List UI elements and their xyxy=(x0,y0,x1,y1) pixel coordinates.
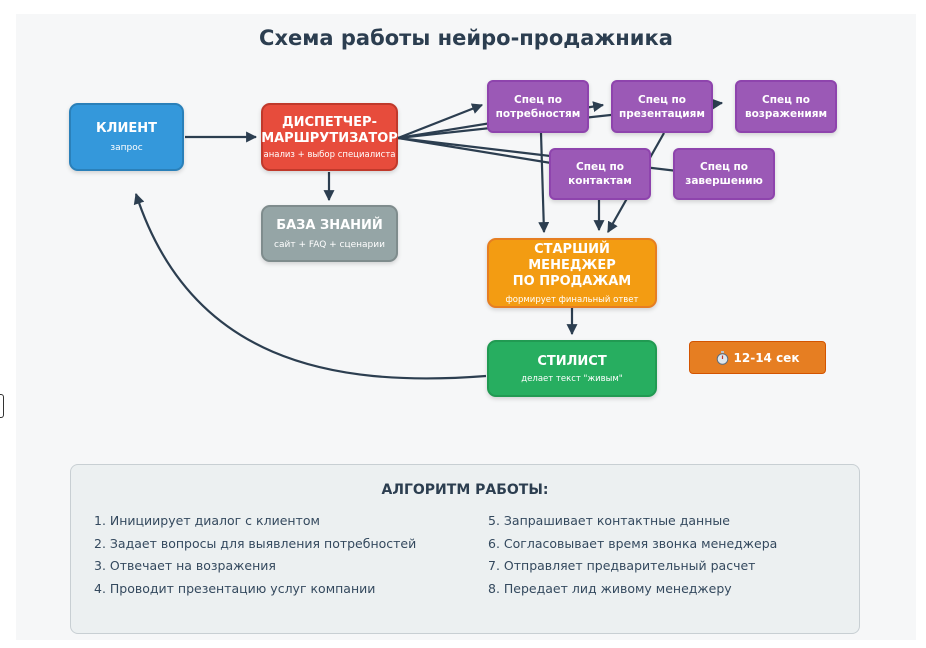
algorithm-step: 2. Задает вопросы для выявления потребно… xyxy=(94,535,417,551)
algorithm-left-list: 1. Инициирует диалог с клиентом 2. Задае… xyxy=(94,510,416,601)
arrow-dispatcher-needs xyxy=(397,103,484,140)
algorithm-right-list: 5. Запрашивает контактные данные 6. Согл… xyxy=(488,510,777,601)
senior-manager-subtitle: формирует финальный ответ xyxy=(505,294,639,305)
client-title: КЛИЕНТ xyxy=(96,121,157,136)
spec-contacts-title: Спец по контактам xyxy=(568,161,632,187)
knowledge-base-subtitle: сайт + FAQ + сценарии xyxy=(274,239,385,250)
spec-closing-title: Спец по завершению xyxy=(685,161,763,187)
spec-objections-title: Спец по возражениям xyxy=(744,93,828,120)
timer-label: 12-14 сек xyxy=(733,350,800,365)
dispatcher-title: ДИСПЕТЧЕР- МАРШРУТИЗАТОР xyxy=(261,114,398,146)
stylist-node: СТИЛИСТ делает текст "живым" xyxy=(487,340,657,397)
algorithm-step: 1. Инициирует диалог с клиентом xyxy=(94,513,320,528)
algorithm-step: 5. Запрашивает контактные данные xyxy=(488,513,730,528)
algorithm-step: 6. Согласовывает время звонка менеджера xyxy=(488,535,778,551)
spec-needs-title: Спец по потребностям xyxy=(495,93,581,120)
knowledge-base-node: БАЗА ЗНАНИЙ сайт + FAQ + сценарии xyxy=(261,205,398,262)
diagram-title: Схема работы нейро-продажника xyxy=(259,26,673,50)
algorithm-panel: АЛГОРИТМ РАБОТЫ: 1. Инициирует диалог с … xyxy=(70,464,860,634)
spec-needs-node: Спец по потребностям xyxy=(487,80,589,133)
arrow-stylist-client xyxy=(133,192,487,380)
algorithm-step: 8. Передает лид живому менеджеру xyxy=(488,581,732,597)
spec-closing-node: Спец по завершению xyxy=(673,148,775,200)
knowledge-base-title: БАЗА ЗНАНИЙ xyxy=(276,217,383,233)
client-subtitle: запрос xyxy=(110,143,143,153)
senior-manager-title: СТАРШИЙ МЕНЕДЖЕР ПО ПРОДАЖАМ xyxy=(512,241,632,289)
spec-objections-node: Спец по возражениям xyxy=(735,80,837,133)
algorithm-title: АЛГОРИТМ РАБОТЫ: xyxy=(381,482,549,498)
edge-handle xyxy=(0,394,4,418)
client-node: КЛИЕНТ запрос xyxy=(69,103,184,171)
arrow-needs-senior xyxy=(538,132,550,234)
spec-contacts-node: Спец по контактам xyxy=(549,148,651,200)
senior-manager-node: СТАРШИЙ МЕНЕДЖЕР ПО ПРОДАЖАМ формирует ф… xyxy=(487,238,657,308)
spec-presentation-node: Спец по презентациям xyxy=(611,80,713,133)
spec-presentation-title: Спец по презентациям xyxy=(618,93,705,120)
algorithm-step: 4. Проводит презентацию услуг компании xyxy=(94,581,376,597)
dispatcher-subtitle: анализ + выбор специалиста xyxy=(263,149,396,160)
algorithm-step: 7. Отправляет предварительный расчет xyxy=(488,558,756,574)
dispatcher-node: ДИСПЕТЧЕР- МАРШРУТИЗАТОР анализ + выбор … xyxy=(261,103,398,171)
algorithm-step: 3. Отвечает на возражения xyxy=(94,558,276,574)
timer-badge: 12-14 сек xyxy=(689,341,826,374)
stopwatch-icon xyxy=(716,350,728,365)
stylist-subtitle: делает текст "живым" xyxy=(521,373,623,384)
stylist-title: СТИЛИСТ xyxy=(537,353,607,369)
